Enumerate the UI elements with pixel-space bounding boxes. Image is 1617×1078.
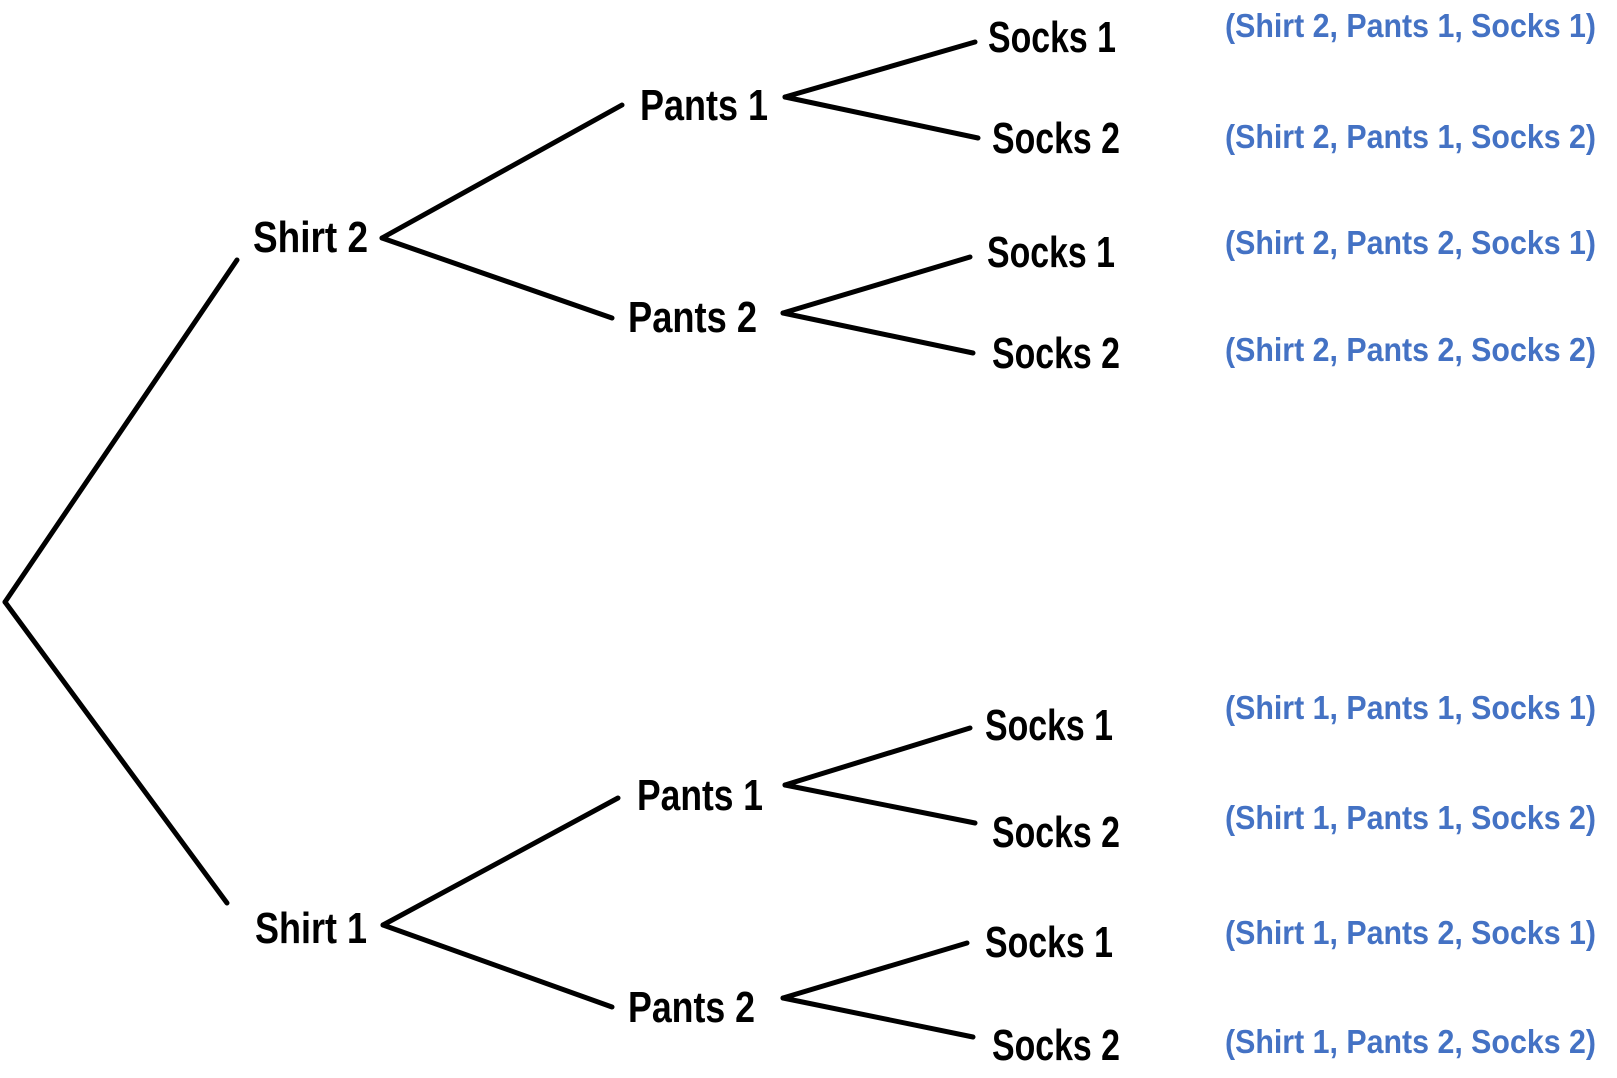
- outcome-s2p2s2: (Shirt 2, Pants 2, Socks 2): [1225, 331, 1596, 368]
- node-label-socks-2-c: Socks 2: [992, 808, 1120, 857]
- node-label-socks-1-a: Socks 1: [988, 13, 1116, 62]
- tree-edge-pants2top-to-socks1: [780, 254, 973, 316]
- tree-node-labels-group: Shirt 2 Shirt 1 Pants 1 Pants 2 Pants 1 Pants…: [253, 13, 1120, 1070]
- tree-edge-pants2bot-to-socks2: [780, 995, 976, 1040]
- node-label-pants-2-bottom: Pants 2: [628, 983, 755, 1032]
- node-label-socks-1-c: Socks 1: [985, 701, 1113, 750]
- node-label-shirt-1: Shirt 1: [255, 904, 367, 953]
- node-label-socks-2-b: Socks 2: [992, 329, 1120, 378]
- outcome-s1p1s2: (Shirt 1, Pants 1, Socks 2): [1225, 799, 1596, 836]
- tree-edge-pants1bot-to-socks2: [782, 782, 978, 826]
- tree-edge-shirt1-to-pants2: [380, 922, 615, 1010]
- node-label-socks-1-b: Socks 1: [987, 228, 1115, 277]
- tree-edge-shirt1-to-pants1: [380, 795, 621, 928]
- node-label-pants-1-bottom: Pants 1: [637, 771, 763, 820]
- tree-edge-shirt2-to-pants2: [379, 235, 615, 321]
- tree-edge-pants1bot-to-socks1: [782, 725, 973, 788]
- tree-outcomes-group: (Shirt 2, Pants 1, Socks 1) (Shirt 2, Pan…: [1225, 7, 1596, 1060]
- node-label-socks-1-d: Socks 1: [985, 918, 1113, 967]
- outcome-s2p2s1: (Shirt 2, Pants 2, Socks 1): [1225, 224, 1596, 261]
- node-label-shirt-2: Shirt 2: [253, 213, 368, 262]
- tree-edge-pants1top-to-socks1: [782, 39, 978, 100]
- tree-edge-root-to-shirt2: [2, 257, 240, 605]
- node-label-socks-2-d: Socks 2: [992, 1021, 1120, 1070]
- tree-edges-group: [2, 39, 981, 1040]
- outcome-s1p2s1: (Shirt 1, Pants 2, Socks 1): [1225, 914, 1596, 951]
- outcome-s1p1s1: (Shirt 1, Pants 1, Socks 1): [1225, 689, 1596, 726]
- node-label-socks-2-a: Socks 2: [992, 114, 1120, 163]
- outcome-s1p2s2: (Shirt 1, Pants 2, Socks 2): [1225, 1023, 1596, 1060]
- tree-edge-pants2bot-to-socks1: [780, 940, 970, 1001]
- outcome-s2p1s2: (Shirt 2, Pants 1, Socks 2): [1225, 118, 1596, 155]
- outcome-s2p1s1: (Shirt 2, Pants 1, Socks 1): [1225, 7, 1596, 44]
- node-label-pants-2-top: Pants 2: [628, 293, 757, 342]
- tree-edge-pants2top-to-socks2: [780, 310, 976, 356]
- tree-edge-pants1top-to-socks2: [782, 94, 981, 141]
- node-label-pants-1-top: Pants 1: [640, 81, 768, 130]
- tree-edge-shirt2-to-pants1: [379, 102, 625, 241]
- tree-edge-root-to-shirt1: [2, 599, 230, 906]
